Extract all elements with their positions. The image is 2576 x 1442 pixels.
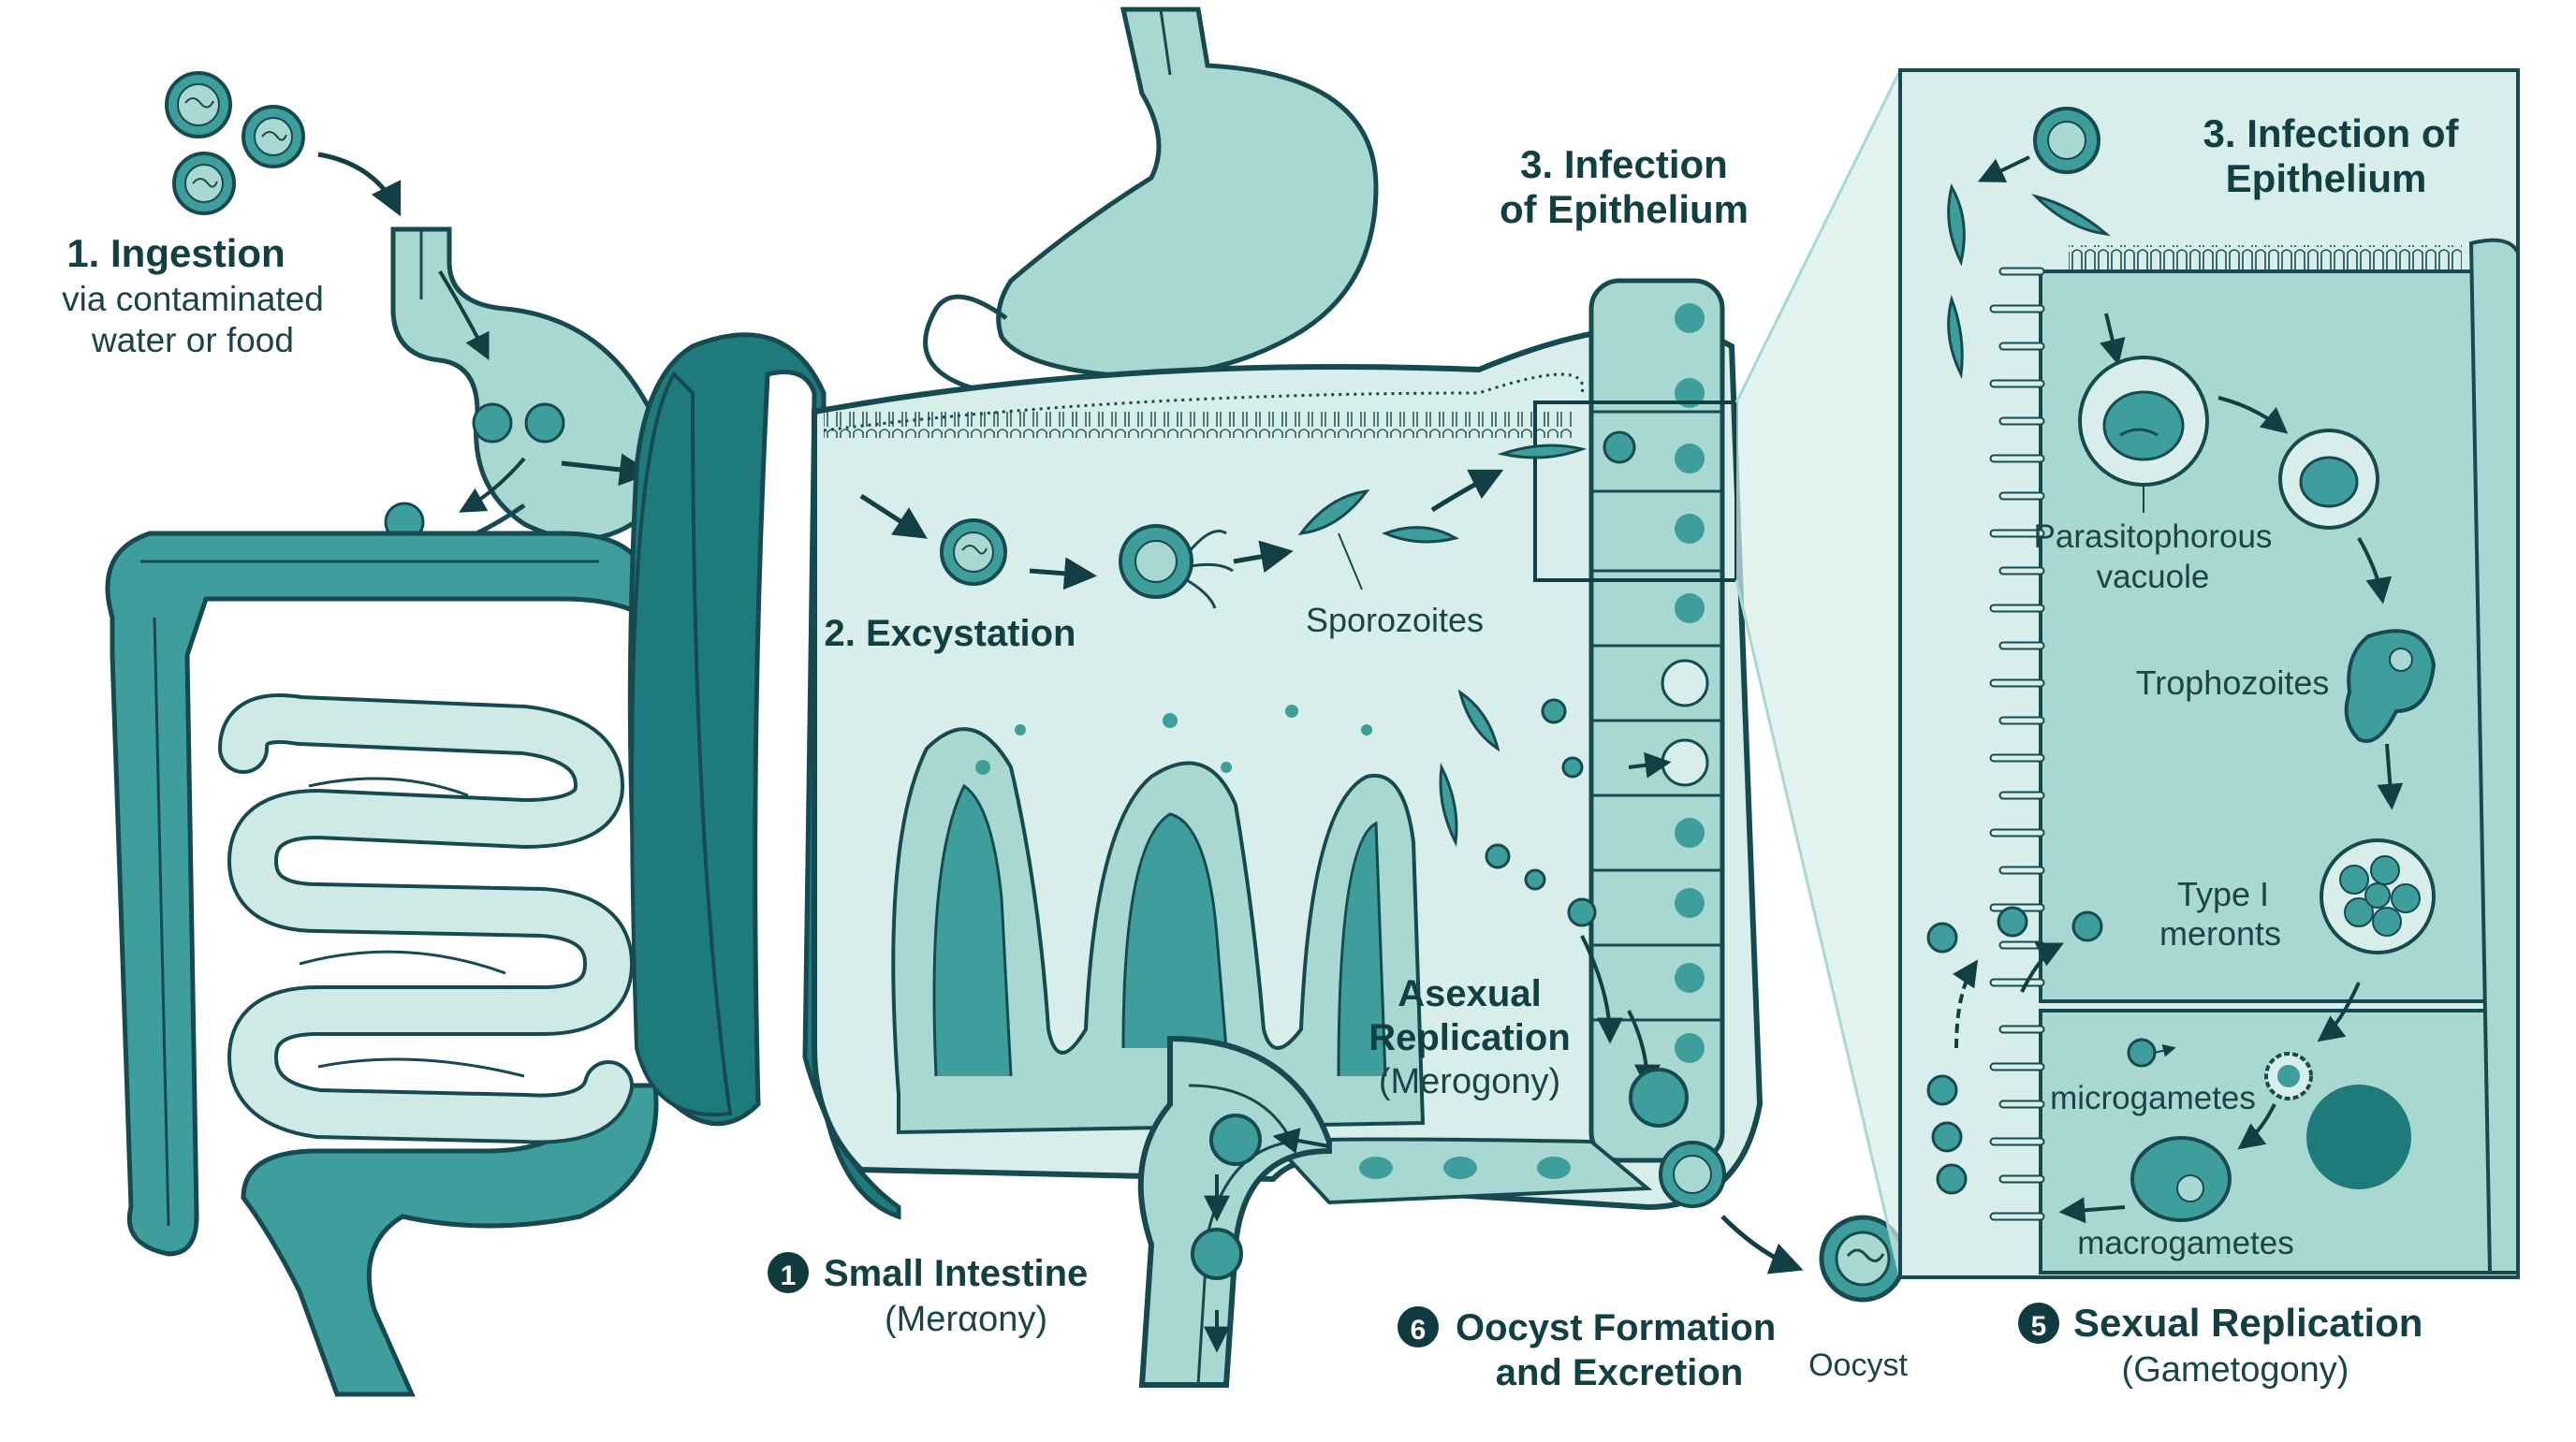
- vacuole-label-line2: vacuole: [2097, 559, 2210, 595]
- oocyst-label: Oocyst: [1808, 1347, 1908, 1383]
- panel-title-line1: 3. Infection of: [2203, 111, 2460, 155]
- arrow-icon: [2317, 982, 2361, 1042]
- arrow-icon: [1430, 469, 1504, 513]
- asexual-label-line1: Asexual: [1398, 973, 1541, 1014]
- arrow-icon: [859, 493, 928, 539]
- asexual-label-line2: Replication: [1368, 1017, 1571, 1058]
- stomach-icon: [923, 7, 1379, 412]
- cell-nucleus: [2306, 1085, 2411, 1189]
- arrow-icon: [2357, 537, 2393, 604]
- sexual-replication-number: 5: [2031, 1311, 2047, 1342]
- excretion-tube: [1137, 1035, 1332, 1388]
- ingestion-sub1: via contaminated: [62, 280, 324, 318]
- excysting-oocyst-icon: [1119, 524, 1234, 609]
- oocyst-icon: [165, 71, 232, 138]
- macrogametes-label: macrogametes: [2077, 1225, 2293, 1261]
- intestine-cross-section: [627, 278, 1764, 1220]
- epithelial-cell-icon: [1588, 278, 1725, 1163]
- colon-icon: [105, 531, 659, 1397]
- trophozoite-vacuole-icon: [2278, 429, 2379, 530]
- ingestion-sub2: water or food: [91, 321, 294, 359]
- zoom-wedge: [1736, 70, 1900, 1277]
- oocyst-icon: [242, 105, 305, 168]
- asexual-label-line3: (Merogony): [1379, 1062, 1560, 1101]
- oocyst-formation-line1: Oocyst Formation: [1456, 1307, 1776, 1348]
- arrow-icon: [2020, 942, 2065, 993]
- arrow-icon: [317, 152, 402, 217]
- infection-label-line1: 3. Infection: [1520, 142, 1728, 186]
- sexual-replication-label: 5 Sexual Replication (Gametogony): [2018, 1301, 2422, 1390]
- oocyst-icon: [1819, 1215, 1907, 1303]
- meronts-label-line1: Type I: [2177, 875, 2269, 913]
- meronts-label-line2: meronts: [2159, 914, 2281, 953]
- small-intestine-sub: (Merαony): [885, 1300, 1047, 1339]
- microgamete-icon: [2264, 1052, 2313, 1100]
- stomach-icon: [308, 226, 670, 574]
- ingestion-label: 1. Ingestion via contaminated water or f…: [62, 231, 324, 359]
- oocyst-formation-label: 6 Oocyst Formation and Excretion: [1398, 1306, 1776, 1393]
- excystation-label: 2. Excystation: [824, 613, 1076, 654]
- arrow-icon: [1233, 540, 1294, 574]
- arrow-icon: [2237, 1103, 2276, 1150]
- oocyst-icon: [172, 152, 236, 215]
- oocyst-icon: [940, 518, 1007, 586]
- meront-icon: [2320, 838, 2436, 954]
- small-intestine-label: 1 Small Intestine (Merαony): [768, 1252, 1088, 1339]
- arrow-icon: [561, 453, 652, 487]
- arrow-icon: [1977, 155, 2030, 182]
- detail-panel: [1898, 68, 2520, 1279]
- excystation-sequence: [859, 430, 1636, 609]
- labels: 3. Infection of Epithelium 2. Excystatio…: [768, 111, 2460, 1393]
- arrow-icon: [1580, 935, 1623, 1044]
- ingested-oocysts: [165, 71, 402, 217]
- macrogamete-icon: [2130, 1136, 2232, 1222]
- ingestion-title: 1. Ingestion: [66, 231, 285, 275]
- sexual-replication-sub: (Gametogony): [2122, 1350, 2349, 1390]
- sexual-replication-title: Sexual Replication: [2073, 1301, 2422, 1345]
- intestine-icon: [218, 693, 635, 1144]
- arrow-icon: [1952, 959, 1979, 1049]
- arrow-icon: [2100, 313, 2126, 366]
- arrow-icon: [2377, 743, 2404, 810]
- trophozoite-icon: [2344, 629, 2437, 743]
- arrow-icon: [1029, 557, 1097, 590]
- oocyst-formation-line2: and Excretion: [1496, 1352, 1744, 1393]
- arrow-icon: [1272, 1128, 1330, 1154]
- panel-title-line2: Epithelium: [2226, 156, 2427, 200]
- microgametes-label: microgametes: [2050, 1080, 2256, 1116]
- oocyst-formation-number: 6: [1411, 1315, 1427, 1346]
- arrow-icon: [1720, 1215, 1804, 1274]
- sporozoites-label: Sporozoites: [1306, 601, 1484, 639]
- free-parasites: [975, 689, 1672, 1091]
- vacuole-label-line1: Parasitophorous: [2034, 518, 2273, 555]
- excreted-oocysts: [1629, 1068, 1968, 1303]
- infection-label-line2: of Epithelium: [1500, 187, 1749, 231]
- small-intestine-number: 1: [781, 1260, 797, 1291]
- trophozoites-label: Trophozoites: [2136, 663, 2330, 702]
- arrow-icon: [1628, 751, 1672, 779]
- oocyst-icon: [2033, 107, 2100, 174]
- parasitophorous-vacuole-icon: [2078, 356, 2209, 487]
- arrow-icon: [2217, 396, 2289, 434]
- small-intestine-title: Small Intestine: [824, 1253, 1088, 1294]
- sporozoite-icon: [1297, 489, 1459, 544]
- arrow-icon: [2058, 1197, 2126, 1224]
